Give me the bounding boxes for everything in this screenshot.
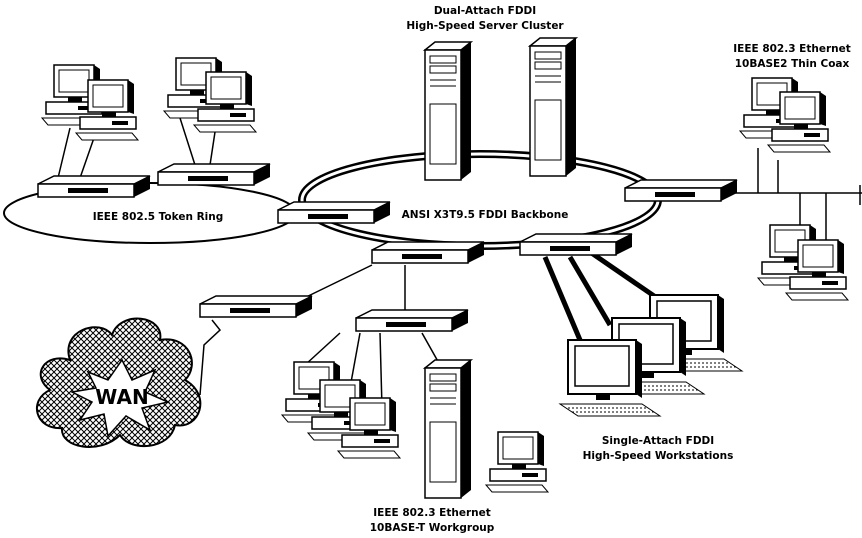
tower-server-icon [424, 41, 472, 181]
thin-coax-label-line1: IEEE 802.3 Ethernet [733, 43, 851, 55]
fddi-workstations-label-line1: Single-Attach FDDI [602, 435, 714, 447]
workgroup-label-line1: IEEE 802.3 Ethernet [373, 507, 491, 519]
network-concentrator-icon [624, 179, 738, 202]
fddi-workstation-links [542, 249, 662, 341]
token-ring-label: IEEE 802.5 Token Ring [93, 211, 224, 223]
workgroup-label-line2: 10BASE-T Workgroup [370, 522, 495, 534]
server-cluster-label-line1: Dual-Attach FDDI [434, 5, 536, 17]
wan-label: WAN [95, 385, 148, 409]
network-concentrator-icon [277, 201, 391, 224]
wan-cloud-icon: WAN [35, 317, 202, 448]
network-concentrator-icon [199, 295, 313, 318]
pc-workstation-icon [485, 431, 549, 493]
network-concentrator-icon [519, 233, 633, 256]
network-concentrator-icon [37, 175, 151, 198]
thin-coax-label-line2: 10BASE2 Thin Coax [735, 58, 850, 70]
fddi-backbone-label: ANSI X3T9.5 FDDI Backbone [402, 209, 569, 221]
fddi-workstations-label-line2: High-Speed Workstations [583, 450, 734, 462]
network-concentrator-icon [157, 163, 271, 186]
server-cluster-label-line2: High-Speed Server Cluster [406, 20, 564, 32]
network-concentrator-icon [371, 241, 485, 264]
tower-server-icon [529, 37, 577, 177]
network-concentrator-icon [355, 309, 469, 332]
tower-server-icon [424, 359, 472, 499]
